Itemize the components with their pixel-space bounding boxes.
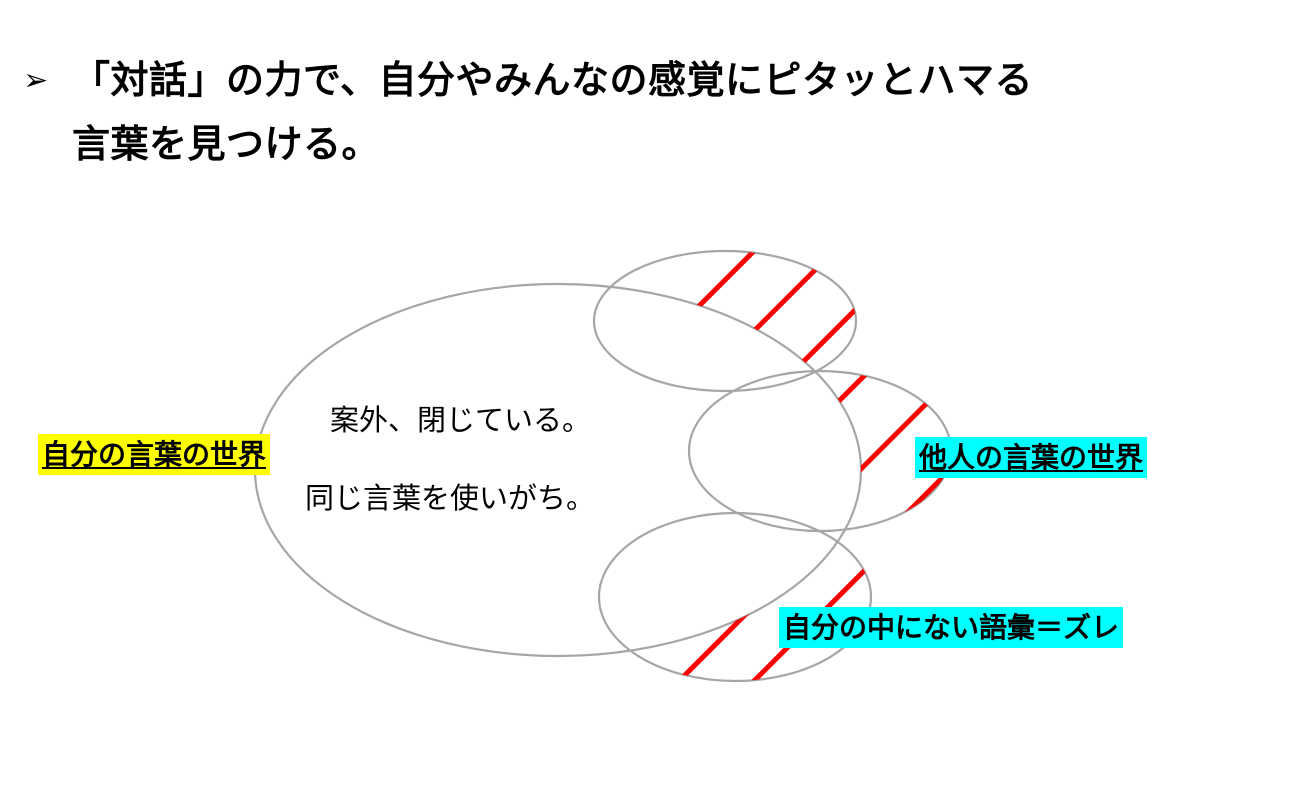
label-others-word-world: 他人の言葉の世界 — [915, 437, 1148, 478]
heading-text-line-1: 「対話」の力で、自分やみんなの感覚にピタッとハマる — [72, 60, 1033, 102]
heading-line-2: 言葉を見つける。 — [0, 126, 1300, 164]
top-ellipse — [592, 249, 858, 393]
label-self-word-world: 自分の言葉の世界 — [38, 434, 271, 475]
inner-text-closed: 案外、閉じている。 — [330, 405, 592, 437]
bullet-arrow-icon: ➢ — [23, 64, 49, 97]
label-gap-vocabulary: 自分の中にない語彙＝ズレ — [779, 607, 1124, 648]
inner-text-same-words: 同じ言葉を使いがち。 — [305, 483, 596, 515]
bottom-ellipse — [597, 511, 873, 683]
slide-heading: ➢ 「対話」の力で、自分やみんなの感覚にピタッとハマる 言葉を見つける。 — [0, 62, 1300, 164]
heading-text-line-2: 言葉を見つける。 — [72, 124, 381, 166]
heading-line-1: ➢ 「対話」の力で、自分やみんなの感覚にピタッとハマる — [0, 62, 1300, 100]
hatch-group-top — [643, 243, 882, 402]
